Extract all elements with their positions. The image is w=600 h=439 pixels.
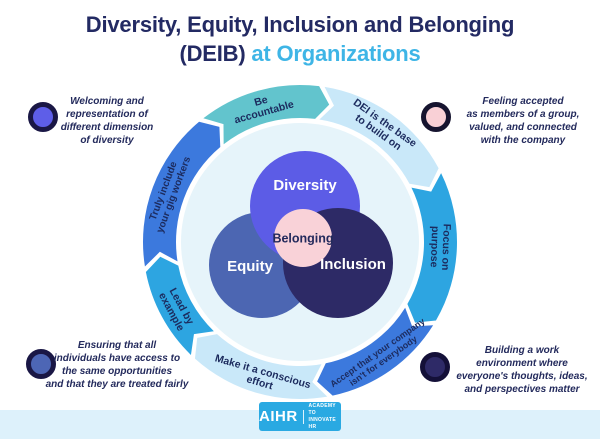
logo-divider (302, 409, 304, 424)
ring-label-focus-purpose: Focus onpurpose (428, 223, 453, 270)
page-title: Diversity, Equity, Inclusion and Belongi… (0, 10, 600, 68)
title-at-organizations: at Organizations (251, 41, 421, 66)
ring-segment-focus-purpose (407, 173, 458, 323)
aihr-logo-text: AIHR (259, 408, 298, 425)
diversity-annotation: Welcoming and representation of differen… (60, 96, 154, 146)
venn-circle-belonging (274, 209, 332, 267)
diversity-dot (28, 102, 58, 132)
title-line1: Diversity, Equity, Inclusion and Belongi… (85, 12, 515, 37)
title-line2: (DEIB) at Organizations (0, 39, 600, 68)
equity-annotation: Ensuring that all individuals have acces… (45, 340, 189, 390)
equity-dot (26, 349, 56, 379)
venn-label-equity: Equity (227, 258, 273, 275)
aihr-logo: AIHR ACADEMY TO INNOVATE HR (259, 402, 341, 431)
venn-label-diversity: Diversity (273, 177, 337, 194)
logo-tagline-line2: INNOVATE HR (308, 416, 337, 430)
ring-segment-be-accountable (203, 84, 330, 145)
ring-segment-accept-company (317, 307, 434, 396)
logo-tagline-line1: ACADEMY TO (308, 402, 336, 416)
ring-segment-gig-workers (142, 121, 221, 267)
title-deib: (DEIB) (179, 41, 246, 66)
venn-label-inclusion: Inclusion (320, 256, 386, 273)
belonging-annotation: Feeling accepted as members of a group, … (466, 96, 580, 146)
ring-segment-lead-example (145, 256, 214, 355)
ring-segment-dei-base (319, 86, 439, 188)
inclusion-dot (420, 352, 450, 382)
logo-tagline: ACADEMY TO INNOVATE HR (309, 403, 341, 431)
venn-label-belonging: Belonging (272, 232, 333, 246)
ring-segment-conscious-effort (194, 334, 328, 399)
belonging-dot (421, 102, 451, 132)
inclusion-annotation: Building a work environment where everyo… (456, 345, 588, 395)
